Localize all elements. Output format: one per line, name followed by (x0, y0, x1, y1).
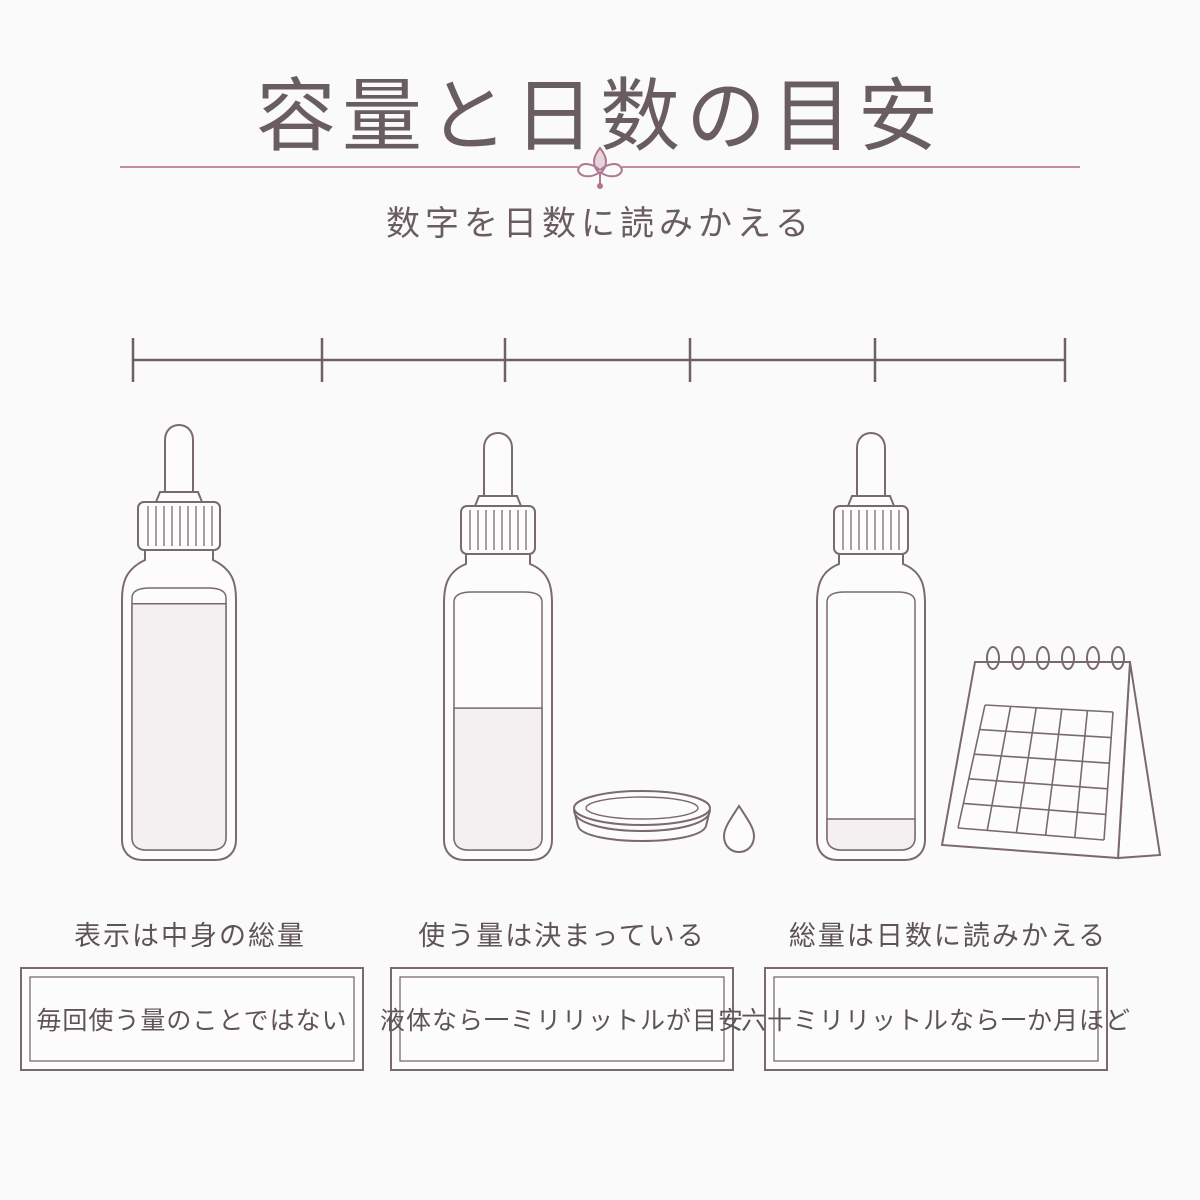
calendar-icon (940, 646, 1162, 860)
note-card: 六十ミリリットルなら一か月ほど (741, 965, 1132, 1073)
liquid-level (453, 707, 543, 851)
liquid-level (131, 602, 227, 851)
step-caption: 表示は中身の総量 (74, 921, 306, 952)
calendar-grid-line (986, 706, 1012, 831)
card-frame (764, 967, 1108, 1071)
timeline-ruler (131, 338, 1067, 382)
page-title: 容量と日数の目安 (256, 70, 944, 163)
note-text: 六十ミリリットルなら一か月ほど (741, 1006, 1132, 1035)
calendar-grid-line (1074, 710, 1089, 838)
calendar-grid-line (968, 778, 1108, 790)
note-card: 毎回使う量のことではない (18, 965, 366, 1073)
calendar-ring (1086, 646, 1100, 670)
dropper-bottle-icon (121, 424, 237, 861)
ornamental-divider (120, 146, 1080, 189)
dropper-bottle-icon (816, 432, 926, 861)
droplet-icon (722, 804, 756, 854)
calendar-grid-line (963, 802, 1106, 816)
calendar-grid-line (1015, 707, 1037, 833)
note-card: 液体なら一ミリリットルが目安 (380, 965, 745, 1073)
calendar-grid-line (957, 827, 1105, 841)
card-frame (20, 967, 364, 1071)
calendar-ring (1111, 646, 1125, 670)
fleur-ornament-icon (576, 146, 624, 189)
calendar-ring (1036, 646, 1050, 670)
calendar-grid-line (957, 704, 986, 829)
liquid-level (826, 818, 916, 851)
calendar-ring (986, 646, 1000, 670)
calendar-grid-line (1044, 709, 1063, 836)
dish-icon (573, 790, 711, 842)
calendar-grid-line (979, 728, 1112, 739)
step-caption: 総量は日数に読みかえる (788, 921, 1108, 952)
page-subtitle: 数字を日数に読みかえる (386, 204, 814, 244)
note-text: 液体なら一ミリリットルが目安 (380, 1006, 745, 1035)
calendar-grid-line (974, 753, 1110, 764)
calendar-ring (1061, 646, 1075, 670)
step-caption: 使う量は決まっている (418, 921, 706, 952)
card-frame (390, 967, 734, 1071)
calendar-ring (1011, 646, 1025, 670)
note-text: 毎回使う量のことではない (36, 1006, 348, 1035)
dropper-bottle-icon (443, 432, 553, 861)
calendar-grid-line (984, 704, 1114, 713)
illustration-area (121, 338, 1162, 861)
calendar-grid-line (1103, 711, 1114, 841)
